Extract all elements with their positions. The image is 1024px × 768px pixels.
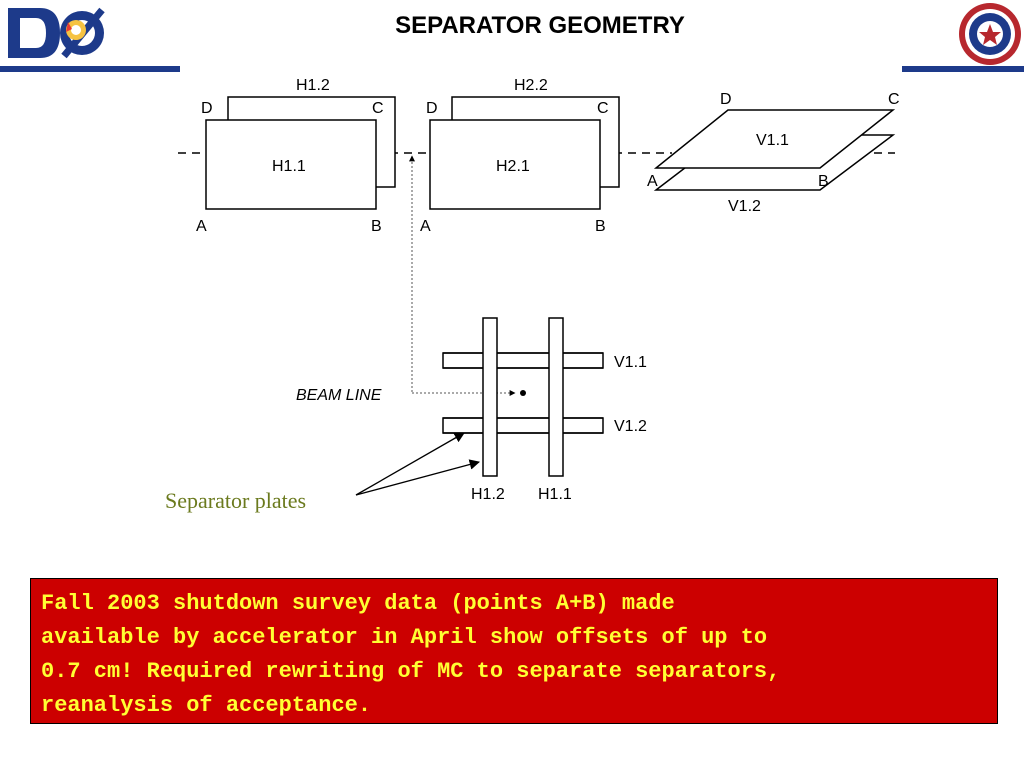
beam-line-connector [409,155,516,396]
corner-a-h2: A [420,218,431,235]
beam-line-label: BEAM LINE [296,387,382,404]
label-h2-1: H2.1 [496,158,530,175]
d0-experiment-logo [2,2,114,64]
cross-plate-h1-2 [482,317,498,477]
plate-v1-1 [653,109,896,169]
label-v1-1: V1.1 [756,132,789,149]
cross-section-view: V1.1 V1.2 H1.2 H1.1 BEAM LINE [296,317,647,503]
cross-label-h1-1: H1.1 [538,486,572,503]
corner-d-h1: D [201,100,213,117]
label-h2-2: H2.2 [514,77,548,94]
plate-h1-1 [205,119,377,210]
separator-plates-label: Separator plates [165,488,307,513]
plate-h2-1 [429,119,601,210]
separator-geometry-diagram: H1.2 H1.1 D C A B H2.2 H2.1 D C A B V1.1… [178,77,900,503]
header-bar-left [0,66,180,72]
cross-label-v1-2: V1.2 [614,418,647,435]
corner-c-h2: C [597,100,609,117]
survey-note-box: Fall 2003 shutdown survey data (points A… [30,578,998,724]
corner-b-h1: B [371,218,382,235]
corner-d-h2: D [426,100,438,117]
separator-v-pair: V1.1 V1.2 D C A B [647,91,900,215]
header-bar-right [902,66,1024,72]
corner-c-v: C [888,91,900,108]
label-v1-2: V1.2 [728,198,761,215]
corner-b-v: B [818,173,829,190]
label-h1-2: H1.2 [296,77,330,94]
corner-a-h1: A [196,218,207,235]
cross-plate-h1-1 [548,317,564,477]
label-h1-1: H1.1 [272,158,306,175]
corner-c-h1: C [372,100,384,117]
corner-a-v: A [647,173,658,190]
cross-label-h1-2: H1.2 [471,486,505,503]
corner-b-h2: B [595,218,606,235]
separator-h1-pair: H1.2 H1.1 D C A B [196,77,396,235]
separator-plate-arrows [355,432,481,496]
corner-d-v: D [720,91,732,108]
cross-label-v1-1: V1.1 [614,354,647,371]
beam-point [520,390,526,396]
separator-h2-pair: H2.2 H2.1 D C A B [420,77,620,235]
university-seal-logo [959,3,1021,65]
slide-title: SEPARATOR GEOMETRY [395,12,685,39]
survey-note-text: Fall 2003 shutdown survey data (points A… [41,591,781,718]
